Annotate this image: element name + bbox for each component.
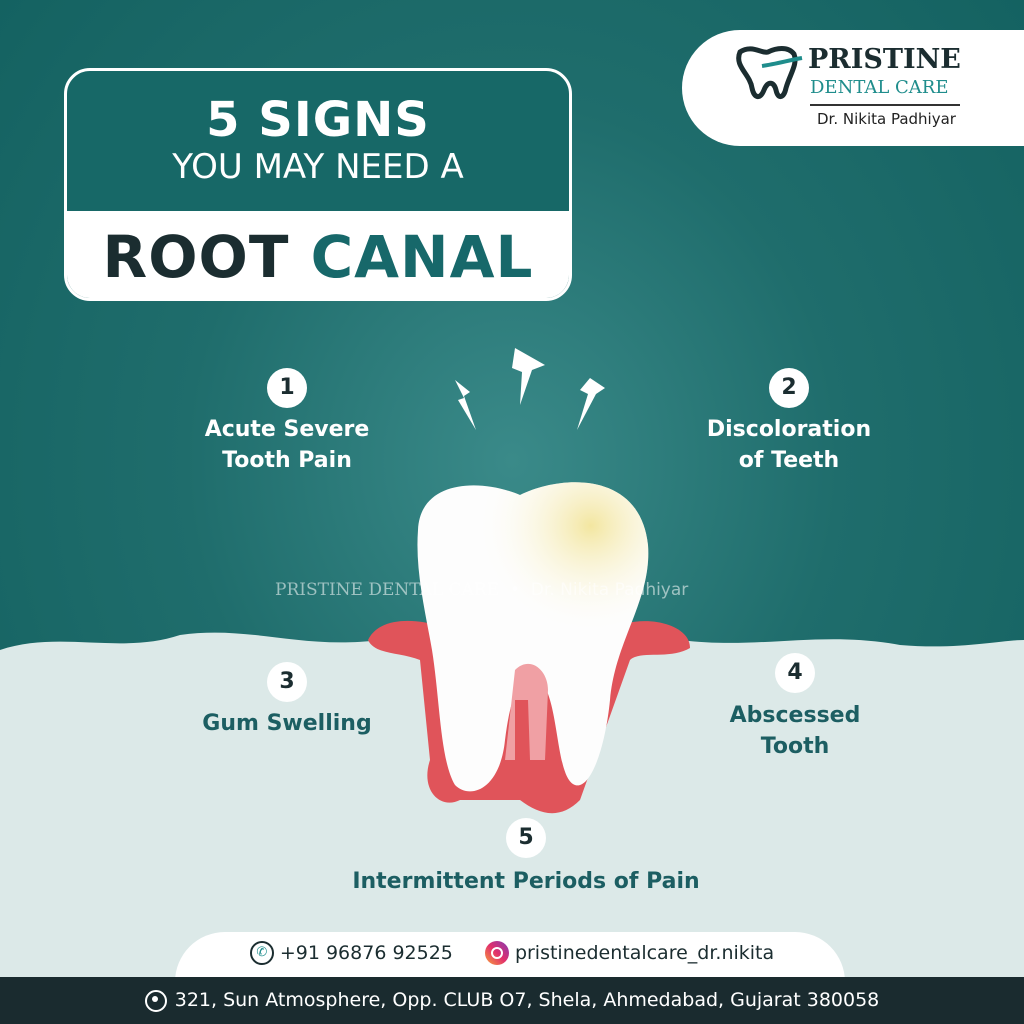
title-line-1: 5 SIGNS — [206, 92, 430, 148]
brand-name: PRISTINE — [808, 44, 961, 75]
title-canal: CANAL — [310, 223, 534, 291]
instagram-icon — [484, 941, 509, 965]
address-footer: 321, Sun Atmosphere, Opp. CLUB O7, Shela… — [0, 977, 1024, 1024]
phone-icon: ✆ — [249, 941, 274, 965]
sign-4-number: 4 — [775, 653, 815, 693]
sign-3-number: 3 — [267, 662, 307, 702]
tooth-pulp — [505, 663, 548, 760]
location-pin-icon — [144, 989, 167, 1012]
sign-1-number: 1 — [267, 368, 307, 408]
sign-3-label: Gum Swelling — [202, 711, 372, 736]
sign-2-number: 2 — [769, 368, 809, 408]
sign-5-label: Intermittent Periods of Pain — [352, 869, 700, 894]
instagram-handle[interactable]: pristinedentalcare_dr.nikita — [514, 942, 775, 964]
contact-row: ✆+91 96876 92525 pristinedentalcare_dr.n… — [0, 941, 1024, 965]
doctor-name: Dr. Nikita Padhiyar — [817, 110, 956, 128]
sign-5-number: 5 — [506, 818, 546, 858]
lightning-icons — [455, 348, 605, 430]
brand-subtitle: DENTAL CARE — [810, 77, 949, 98]
phone-number[interactable]: +91 96876 92525 — [279, 942, 453, 964]
watermark: PRISTINE DENTAL CARE • Dr. Nikita Padhiy… — [275, 580, 689, 600]
address-text: 321, Sun Atmosphere, Opp. CLUB O7, Shela… — [174, 989, 880, 1011]
title-line-2: YOU MAY NEED A — [172, 147, 464, 187]
tooth-logo-icon — [736, 46, 803, 99]
title-box: 5 SIGNS YOU MAY NEED A ROOT CANAL — [64, 68, 572, 301]
brand-divider — [810, 104, 960, 106]
title-root: ROOT — [102, 223, 290, 291]
contact-pill — [175, 932, 845, 982]
logo-box: PRISTINE DENTAL CARE Dr. Nikita Padhiyar — [682, 30, 1024, 146]
